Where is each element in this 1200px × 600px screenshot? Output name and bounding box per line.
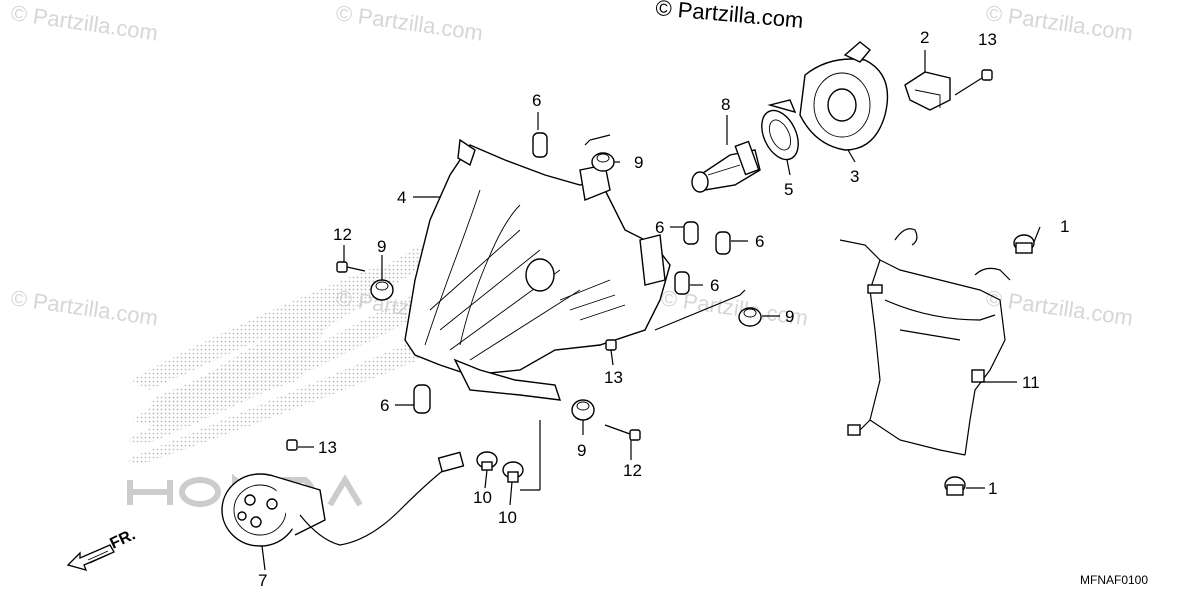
part-bracket: [904, 71, 951, 111]
part-grommet: [571, 399, 595, 421]
leader-lines: [261, 50, 1041, 571]
callout-6: 6: [655, 218, 664, 237]
callout-9: 9: [634, 153, 643, 172]
callout-5: 5: [784, 180, 793, 199]
copyright-text: © Partzilla.com: [655, 0, 805, 33]
callout-13: 13: [978, 30, 997, 49]
watermark: © Partzilla.com: [984, 285, 1134, 330]
callout-6: 6: [380, 396, 389, 415]
watermark: © Partzilla.com: [9, 0, 159, 45]
part-socket: [683, 221, 699, 245]
callout-2: 2: [920, 28, 929, 47]
part-collar: [476, 451, 498, 471]
callout-8: 8: [721, 95, 730, 114]
part-retaining-ring: [761, 99, 799, 161]
callout-13: 13: [604, 368, 623, 387]
callout-10: 10: [473, 488, 492, 507]
callout-6: 6: [710, 276, 719, 295]
honda-wing-logo: [125, 245, 455, 512]
callout-3: 3: [850, 167, 859, 186]
part-housing-cover: [799, 41, 889, 151]
part-grommet: [591, 152, 615, 172]
part-socket: [674, 271, 690, 295]
callout-12: 12: [333, 225, 352, 244]
callout-11: 11: [1022, 373, 1040, 392]
part-bolt: [604, 424, 641, 441]
callout-9: 9: [785, 307, 794, 326]
watermark: © Partzilla.com: [9, 285, 159, 330]
callout-6: 6: [532, 91, 541, 110]
part-grommet: [370, 279, 394, 301]
watermark: © Partzilla.com: [984, 0, 1134, 45]
part-rubber-mount: [1013, 234, 1035, 254]
callout-9: 9: [377, 237, 386, 256]
part-headlight-unit: [404, 138, 671, 401]
part-bolt: [336, 261, 366, 273]
callout-1: 1: [988, 479, 997, 498]
callout-6: 6: [755, 232, 764, 251]
part-bulb: [691, 140, 761, 193]
part-grommet: [738, 307, 762, 327]
callout-9: 9: [577, 441, 586, 460]
part-screw: [605, 339, 617, 351]
callout-12: 12: [623, 461, 642, 480]
front-label: FR.: [108, 526, 139, 552]
part-screw: [954, 69, 993, 96]
callout-10: 10: [498, 508, 517, 527]
callout-1: 1: [1060, 217, 1069, 236]
part-socket: [715, 231, 731, 255]
part-socket: [532, 132, 548, 158]
callout-7: 7: [258, 571, 267, 590]
part-headlight-stay: [839, 228, 1011, 456]
callout-13: 13: [318, 438, 337, 457]
part-screw: [286, 439, 298, 451]
front-direction-arrow: FR.: [66, 526, 139, 571]
part-rubber-mount: [944, 476, 966, 496]
part-socket: [413, 384, 431, 414]
part-headlight-fan: [221, 451, 465, 547]
callout-numbers: 1 1 2 3 4 5 6 6 6 6 6 7 8 9 9 9 9 10 10 …: [258, 28, 1069, 590]
diagram-code: MFNAF0100: [1080, 573, 1148, 587]
callout-4: 4: [397, 188, 406, 207]
watermark: © Partzilla.com: [334, 0, 484, 45]
part-collar: [502, 461, 524, 483]
